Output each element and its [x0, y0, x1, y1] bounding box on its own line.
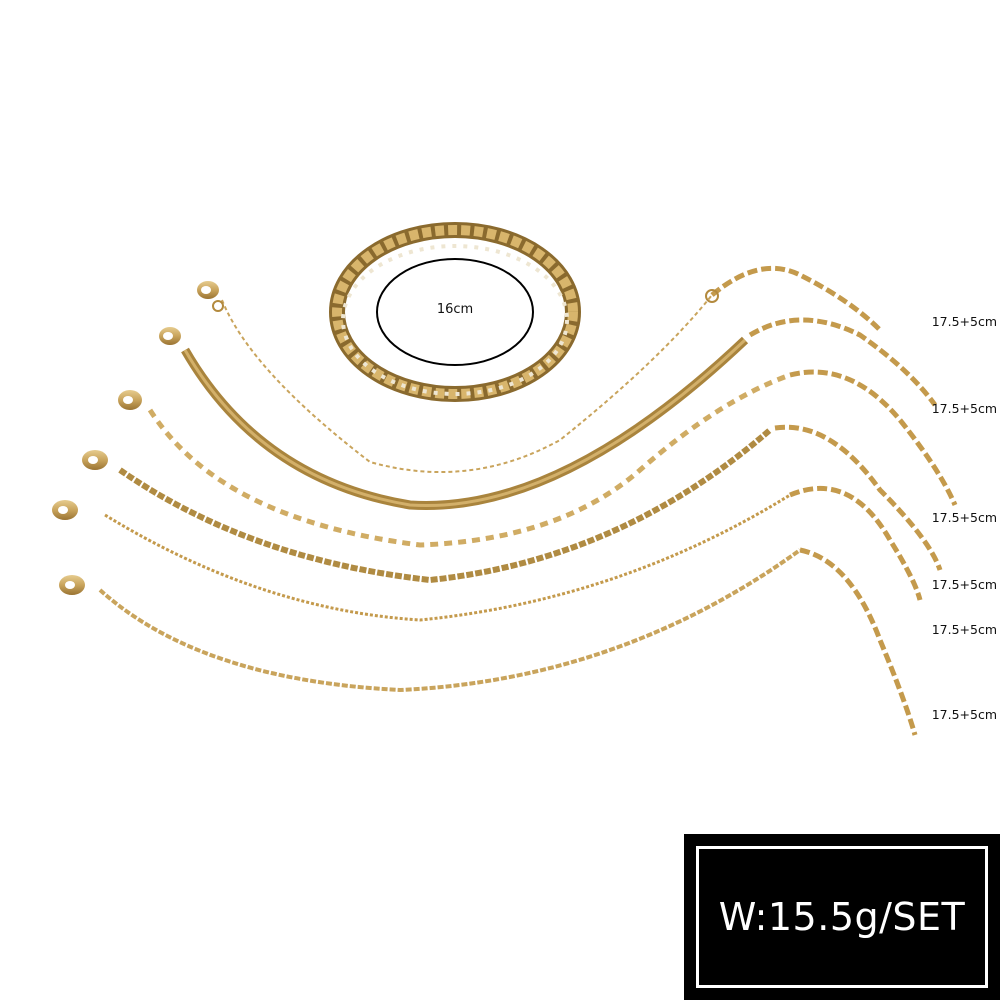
- lobster-clasp-icon: [82, 450, 108, 470]
- bracelet-herringbone-chain: [159, 317, 938, 511]
- weight-badge: W:15.5g/SET: [684, 834, 1000, 1000]
- bracelet-twist-chain: [59, 547, 918, 736]
- stretch-size-label: 16cm: [436, 302, 474, 317]
- lobster-clasp-icon: [52, 500, 78, 520]
- rhinestone-bracelet: [329, 222, 581, 402]
- length-label: 17.5+5cm: [931, 510, 997, 525]
- bracelet-satellite-chain: [197, 265, 882, 473]
- bracelet-curb-chain: [52, 485, 923, 622]
- length-label: 17.5+5cm: [931, 622, 997, 637]
- weight-badge-frame: W:15.5g/SET: [696, 846, 988, 988]
- length-label: 17.5+5cm: [931, 314, 997, 329]
- length-label: 17.5+5cm: [931, 401, 997, 416]
- weight-text: W:15.5g/SET: [718, 895, 966, 939]
- lobster-clasp-icon: [118, 390, 142, 410]
- bracelet-mariner-chain: [82, 424, 943, 584]
- length-label: 17.5+5cm: [931, 707, 997, 722]
- lobster-clasp-icon: [59, 575, 85, 595]
- bracelet-mirror-chain: [118, 369, 958, 548]
- lobster-clasp-icon: [197, 281, 224, 312]
- length-label: 17.5+5cm: [931, 577, 997, 592]
- size-ring-icon: [376, 258, 534, 366]
- lobster-clasp-icon: [159, 327, 181, 345]
